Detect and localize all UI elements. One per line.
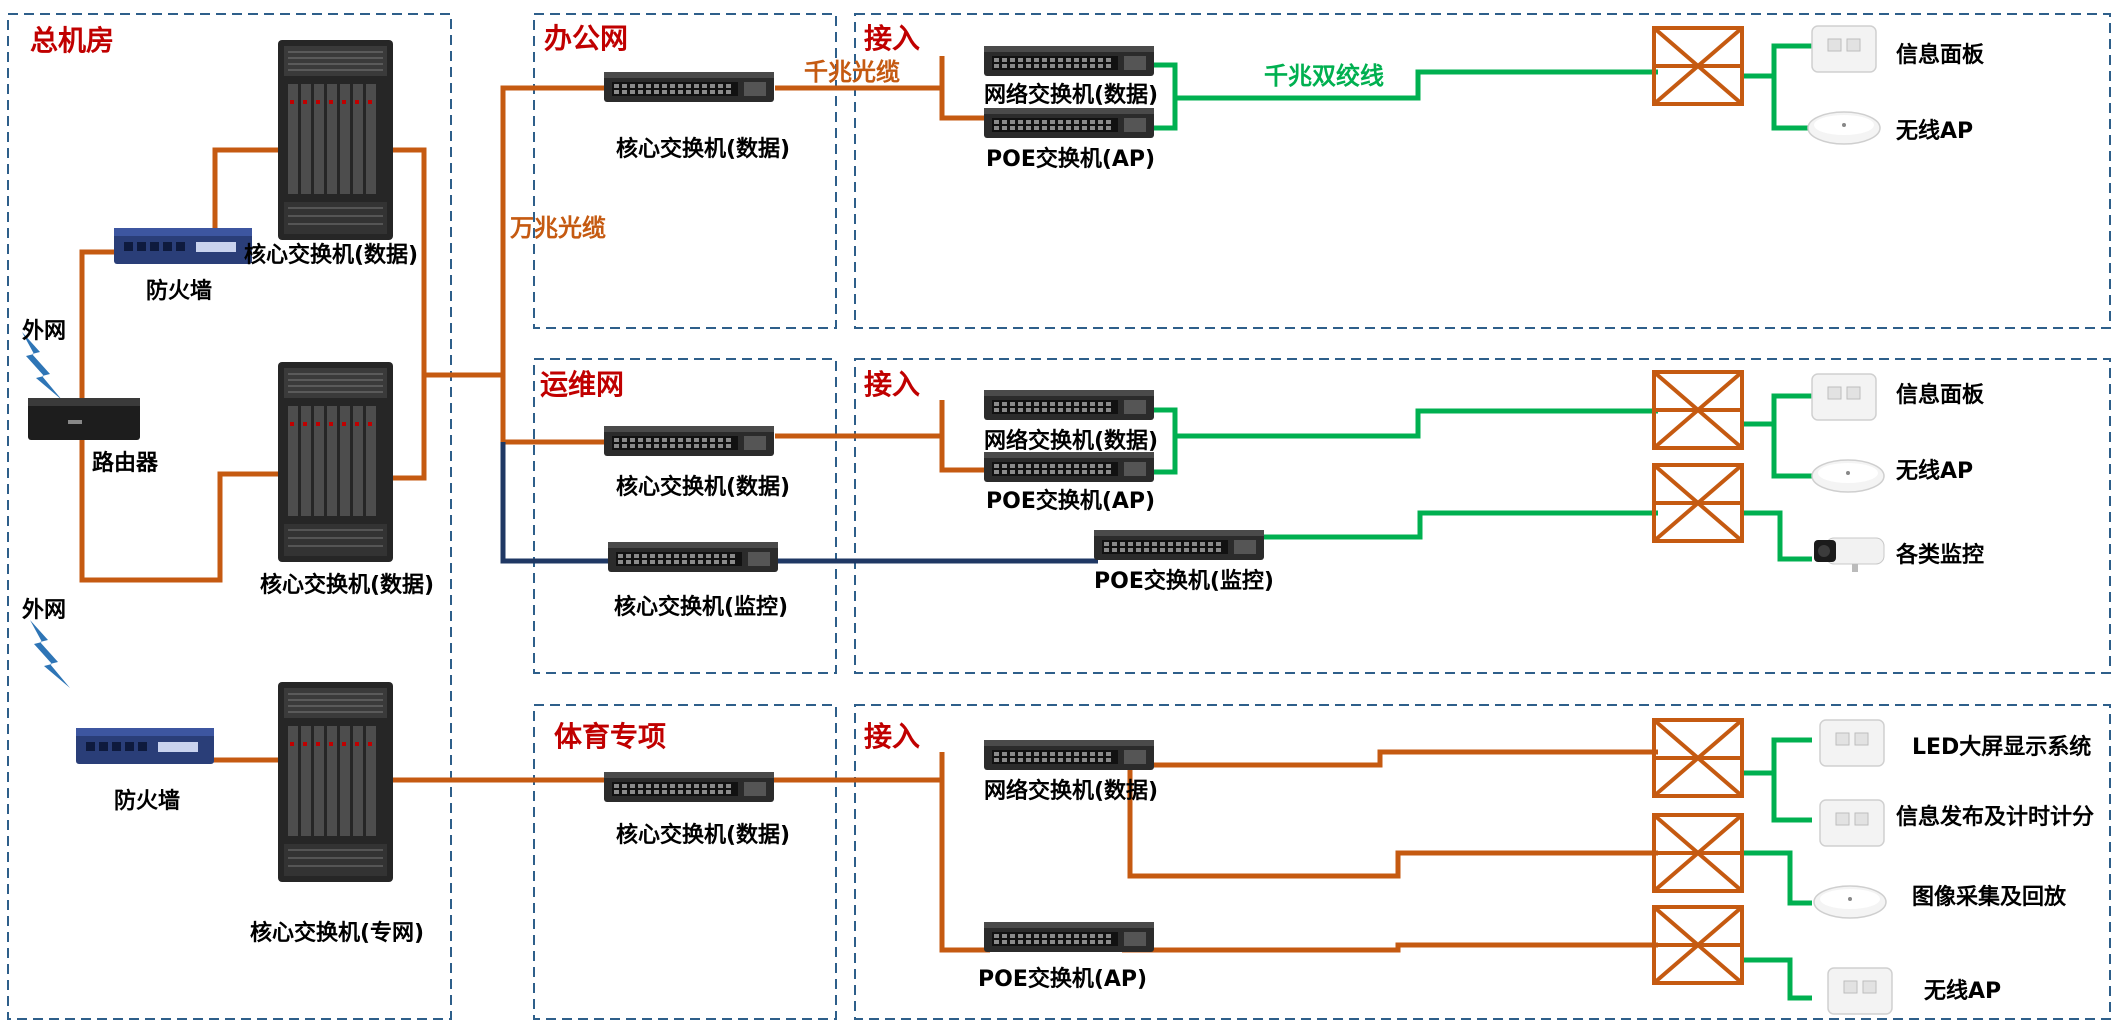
patch-panel-sports-3 bbox=[1652, 905, 1744, 985]
label-ops-net-switch: 网络交换机(数据) bbox=[984, 428, 1158, 454]
ops-core-switch-data-icon bbox=[604, 426, 774, 456]
ops-poe-switch-ap-icon bbox=[984, 452, 1154, 482]
zone-title-sports: 体育专项 bbox=[554, 720, 666, 753]
core-switch-chassis-private bbox=[277, 681, 394, 883]
label-sports-end-1: LED大屏显示系统 bbox=[1912, 734, 2091, 760]
twisted-pair-links bbox=[1122, 43, 1812, 1001]
sports-panel-icon-2 bbox=[1819, 799, 1885, 847]
patch-panel-office bbox=[1652, 26, 1744, 106]
label-core-switch-private: 核心交换机(专网) bbox=[250, 920, 424, 946]
core-switch-chassis-2 bbox=[277, 361, 394, 563]
label-office-net-switch: 网络交换机(数据) bbox=[984, 82, 1158, 108]
patch-panel-sports-2 bbox=[1652, 813, 1744, 893]
sports-ap-icon bbox=[1813, 885, 1887, 919]
label-ops-end-1: 信息面板 bbox=[1896, 382, 1985, 408]
label-core-switch-1: 核心交换机(数据) bbox=[244, 242, 418, 268]
sports-core-switch-icon bbox=[604, 772, 774, 802]
ops-panel-icon bbox=[1811, 373, 1877, 421]
sports-net-switch-icon bbox=[984, 740, 1154, 770]
office-core-switch-icon bbox=[604, 72, 774, 102]
label-sports-end-4: 无线AP bbox=[1924, 978, 2001, 1004]
router-icon bbox=[28, 398, 140, 440]
label-firewall-2: 防火墙 bbox=[114, 789, 180, 814]
label-sports-core-switch: 核心交换机(数据) bbox=[616, 822, 790, 848]
zone-office bbox=[533, 13, 837, 329]
label-core-switch-2: 核心交换机(数据) bbox=[260, 572, 434, 598]
label-ops-poe-switch-monitor: POE交换机(监控) bbox=[1094, 568, 1274, 594]
label-gigabit-twisted-pair: 千兆双绞线 bbox=[1264, 62, 1384, 90]
zone-boxes bbox=[7, 13, 2111, 1020]
office-panel-icon bbox=[1811, 25, 1877, 73]
patch-panel-ops-1 bbox=[1652, 370, 1744, 450]
label-external-net-1: 外网 bbox=[22, 318, 66, 344]
zone-ops bbox=[533, 358, 837, 674]
ops-core-switch-monitor-icon bbox=[608, 542, 778, 572]
label-ops-core-switch-data: 核心交换机(数据) bbox=[616, 474, 790, 500]
firewall-icon-2 bbox=[76, 728, 214, 764]
end-devices bbox=[1807, 25, 1893, 1015]
zone-title-access-sports: 接入 bbox=[864, 720, 920, 753]
sports-poe-switch-icon bbox=[984, 922, 1154, 952]
label-sports-net-switch: 网络交换机(数据) bbox=[984, 778, 1158, 804]
ops-poe-switch-monitor-icon bbox=[1094, 530, 1264, 560]
label-ops-poe-switch-ap: POE交换机(AP) bbox=[986, 488, 1155, 514]
patch-panels bbox=[1652, 26, 1744, 985]
patch-panel-ops-2 bbox=[1652, 463, 1744, 543]
sports-panel-icon-3 bbox=[1827, 967, 1893, 1015]
ops-net-switch-icon bbox=[984, 390, 1154, 420]
office-ap-icon bbox=[1807, 111, 1881, 145]
core-switch-chassis-1 bbox=[277, 39, 394, 241]
zone-title-access-office: 接入 bbox=[864, 22, 920, 55]
label-ops-end-2: 无线AP bbox=[1896, 458, 1973, 484]
label-ten-gigabit-fiber: 万兆光缆 bbox=[510, 214, 606, 242]
ops-camera-icon bbox=[1813, 537, 1885, 573]
zone-title-ops: 运维网 bbox=[540, 368, 624, 401]
label-firewall-1: 防火墙 bbox=[146, 279, 212, 304]
zone-title-main-room: 总机房 bbox=[30, 24, 114, 57]
zone-main-room bbox=[7, 13, 452, 1020]
monitor-link bbox=[500, 442, 1098, 564]
patch-panel-sports-1 bbox=[1652, 718, 1744, 798]
zone-access-sports bbox=[854, 704, 2111, 1020]
ops-ap-icon bbox=[1811, 459, 1885, 493]
label-sports-poe-switch: POE交换机(AP) bbox=[978, 966, 1147, 992]
label-gigabit-fiber: 千兆光缆 bbox=[804, 58, 900, 86]
label-office-poe-switch: POE交换机(AP) bbox=[986, 146, 1155, 172]
label-ops-core-switch-monitor: 核心交换机(监控) bbox=[614, 594, 788, 620]
office-poe-switch-icon bbox=[984, 108, 1154, 138]
label-sports-end-3: 图像采集及回放 bbox=[1912, 884, 2067, 910]
label-sports-end-2: 信息发布及计时计分 bbox=[1896, 804, 2094, 830]
firewall-icon-1 bbox=[114, 228, 252, 264]
zone-title-office: 办公网 bbox=[544, 22, 628, 55]
zone-access-office bbox=[854, 13, 2111, 329]
label-router: 路由器 bbox=[92, 450, 159, 476]
office-net-switch-icon bbox=[984, 46, 1154, 76]
label-office-end-2: 无线AP bbox=[1896, 118, 1973, 144]
zone-title-access-ops: 接入 bbox=[864, 368, 920, 401]
label-external-net-2: 外网 bbox=[22, 597, 66, 623]
zone-access-ops bbox=[854, 358, 2111, 674]
label-ops-end-3: 各类监控 bbox=[1895, 542, 1984, 568]
main-room-devices bbox=[22, 39, 394, 883]
label-office-end-1: 信息面板 bbox=[1896, 42, 1985, 68]
zone-sports bbox=[533, 704, 837, 1020]
lightning-icon-2 bbox=[30, 620, 70, 688]
sports-panel-icon-1 bbox=[1819, 719, 1885, 767]
label-office-core-switch: 核心交换机(数据) bbox=[616, 136, 790, 162]
